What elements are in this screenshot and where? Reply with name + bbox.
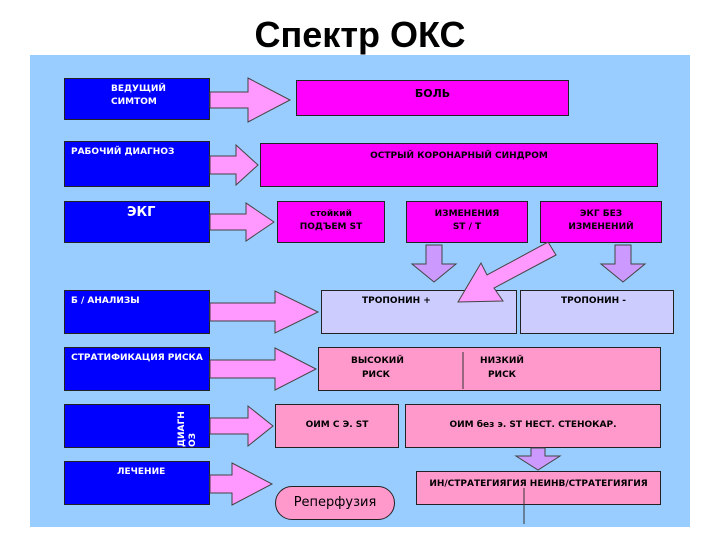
arrow-ecg-to-st [209,202,275,242]
row-label-text: СТРАТИФИКАЦИЯ РИСКА [71,353,203,363]
node-st-t-changes: ИЗМЕНЕНИЯ ST / T [406,201,528,243]
node-text: БОЛЬ [414,87,451,100]
high-risk-label: высокий риск [351,354,404,382]
arrow-dx-to-mi [209,404,274,448]
node-acs: ОСТРЫЙ КОРОНАРНЫЙ СИНДРОМ [260,143,658,187]
node-reperfusion: Реперфузия [275,486,395,520]
arrow-risk-to-stratification [209,347,318,391]
node-text: ИН/СТРАТЕГИЯГИЯ НЕИНВ/СТРАТЕГИЯГИЯ [429,479,648,489]
arrow-diagnosis-to-acs [209,143,259,187]
node-treatment-strategies: ИН/СТРАТЕГИЯГИЯ НЕИНВ/СТРАТЕГИЯГИЯ [416,471,661,505]
node-text: ОИМ с э. ST [305,420,369,430]
row-label-ecg: ЭКГ [64,201,210,243]
node-ecg-no-changes: ЭКГ без ИЗМЕНЕНИЙ [540,201,662,243]
low-risk-label: низкий риск [477,354,527,382]
node-mi-no-st: ОИМ без э. ST НЕСТ. СТЕНОКАР. [405,404,661,448]
node-text: высокий риск [351,356,404,380]
row-label-text: ЭКГ [127,205,156,220]
node-text: ОСТРЫЙ КОРОНАРНЫЙ СИНДРОМ [370,151,548,161]
node-mi-st-elevation: ОИМ с э. ST [275,404,399,448]
node-text: ТРОПОНИН - [561,296,627,306]
row-label-diagnosis: ДИАГН ОЗ [64,404,210,448]
arrow-down-st-changes [410,244,458,283]
node-troponin-negative: ТРОПОНИН - [520,290,674,334]
row-label-text: РАБОЧИЙ ДИАГНОЗ [71,147,175,157]
arrow-down-ecg-normal [599,244,647,283]
row-label-leading-symptom: ВЕДУЩИЙ СИМТОМ [64,78,210,120]
node-text: стойкий ПОДЪЕМ ST [299,209,363,232]
row-label-working-diagnosis: РАБОЧИЙ ДИАГНОЗ [64,141,210,187]
row-label-text: ВЕДУЩИЙ СИМТОМ [111,84,166,107]
node-text: ОИМ без э. ST НЕСТ. СТЕНОКАР. [449,420,617,430]
arrow-down-strategies [514,447,562,471]
node-text: низкий риск [480,356,524,380]
page-title: Спектр ОКС [254,14,466,55]
row-label-text: ЛЕЧЕНИЕ [117,467,166,477]
row-label-biochem: Б / АНАЛИЗЫ [64,290,210,334]
node-risk-stratification: высокий риск низкий риск [318,347,661,391]
node-text: ИЗМЕНЕНИЯ ST / T [434,209,500,232]
node-text: Реперфузия [293,495,377,510]
node-st-elevation: стойкий ПОДЪЕМ ST [277,201,385,243]
node-text: ЭКГ без ИЗМЕНЕНИЙ [568,209,634,232]
node-text: ТРОПОНИН + [362,296,431,306]
arrow-treatment-to-reperfusion [209,462,274,506]
row-label-text: Б / АНАЛИЗЫ [71,296,140,306]
arrow-biochem-to-troponin [209,290,320,334]
arrow-diagonal-to-troponin-positive [457,241,557,303]
row-label-risk: СТРАТИФИКАЦИЯ РИСКА [64,347,210,391]
arrow-symptom-to-pain [209,77,292,123]
node-pain: БОЛЬ [296,80,569,116]
